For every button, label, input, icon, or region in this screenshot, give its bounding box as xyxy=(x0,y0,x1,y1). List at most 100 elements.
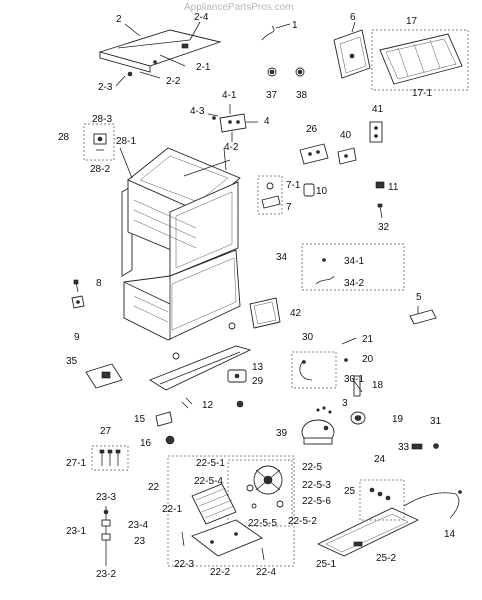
part-38-knob[interactable] xyxy=(295,67,305,77)
callout-label-p13: 13 xyxy=(252,362,264,373)
callout-label-p4_1: 4-1 xyxy=(222,90,237,101)
callout-label-p15: 15 xyxy=(134,414,146,425)
callout-label-p9: 9 xyxy=(74,332,80,343)
callout-label-p30_1: 30-1 xyxy=(344,374,364,385)
callout-label-p33: 33 xyxy=(398,442,410,453)
part-22-1-condenser[interactable] xyxy=(191,483,237,525)
callout-label-p20: 20 xyxy=(362,354,374,365)
part-31-grommet[interactable] xyxy=(433,443,439,449)
callout-label-p22_5_1: 22-5-1 xyxy=(196,458,225,469)
callout-label-p35: 35 xyxy=(66,356,78,367)
callout-label-p2: 2 xyxy=(116,14,122,25)
callout-label-p30: 30 xyxy=(302,332,314,343)
part-29-foot[interactable] xyxy=(227,369,247,383)
callout-label-p41: 41 xyxy=(372,104,384,115)
part-34-bracket[interactable] xyxy=(315,258,335,285)
part-35-module[interactable] xyxy=(85,363,123,389)
callout-label-p25_1: 25-1 xyxy=(316,559,336,570)
callout-label-p34: 34 xyxy=(276,252,288,263)
part-10-ring[interactable] xyxy=(303,183,315,197)
part-33-connector[interactable] xyxy=(411,443,423,450)
part-32-clip[interactable] xyxy=(377,203,383,219)
part-2-cover[interactable] xyxy=(98,29,222,73)
callout-label-p38: 38 xyxy=(296,90,308,101)
part-30-tube[interactable] xyxy=(299,359,313,381)
part-42-filter[interactable] xyxy=(249,297,281,329)
part-5-part[interactable] xyxy=(409,306,437,325)
part-12-screws[interactable] xyxy=(181,397,193,409)
callout-label-p21: 21 xyxy=(362,334,374,345)
callout-label-p10: 10 xyxy=(316,186,328,197)
callout-label-p7: 7 xyxy=(286,202,292,213)
callout-label-p2_3: 2-3 xyxy=(98,82,113,93)
callout-label-p17_1: 17-1 xyxy=(412,88,432,99)
watermark: AppliancePartsPros.com xyxy=(184,2,294,13)
part-9-bracket[interactable] xyxy=(71,295,85,309)
callout-label-p2_1: 2-1 xyxy=(196,62,211,73)
callout-label-p12: 12 xyxy=(202,400,214,411)
part-17-panel[interactable] xyxy=(379,33,463,85)
part-22-2-base[interactable] xyxy=(191,519,263,557)
part-19-ring[interactable] xyxy=(350,411,366,425)
callout-label-p5: 5 xyxy=(416,292,422,303)
part-26-board[interactable] xyxy=(299,143,329,165)
part-6-panel[interactable] xyxy=(333,29,371,79)
callout-label-p6: 6 xyxy=(350,12,356,23)
part-25-drain-pan[interactable] xyxy=(316,507,420,557)
part-14-cable[interactable] xyxy=(403,492,460,519)
callout-label-p8: 8 xyxy=(96,278,102,289)
callout-label-p1: 1 xyxy=(292,20,298,31)
part-20-screw[interactable] xyxy=(344,358,348,362)
callout-label-p42: 42 xyxy=(290,308,302,319)
callout-label-p22: 22 xyxy=(148,482,160,493)
callout-label-p23_1: 23-1 xyxy=(66,526,86,537)
callout-label-p23_2: 23-2 xyxy=(96,569,116,580)
part-7-bracket[interactable] xyxy=(257,175,283,215)
callout-label-p34_1: 34-1 xyxy=(344,256,364,267)
callout-label-p2_2: 2-2 xyxy=(166,76,181,87)
part-11-clip[interactable] xyxy=(375,181,385,189)
part-21-rod[interactable] xyxy=(341,337,357,345)
part-15-leveler[interactable] xyxy=(155,411,173,427)
callout-label-p37: 37 xyxy=(266,90,278,101)
part-27-fasteners[interactable] xyxy=(99,449,121,466)
callout-label-p22_3: 22-3 xyxy=(174,559,194,570)
part-16-foot[interactable] xyxy=(165,435,175,445)
callout-label-p4: 4 xyxy=(264,116,270,127)
part-1-wire[interactable] xyxy=(261,25,275,41)
callout-label-p16: 16 xyxy=(140,438,152,449)
callout-label-p28: 28 xyxy=(58,132,70,143)
callout-label-p19: 19 xyxy=(392,414,404,425)
callout-label-p18: 18 xyxy=(372,380,384,391)
callout-label-p28_3: 28-3 xyxy=(92,114,112,125)
callout-label-p22_5_2: 22-5-2 xyxy=(288,516,317,527)
part-4-hinge[interactable] xyxy=(219,113,247,133)
callout-label-p24: 24 xyxy=(374,454,386,465)
callout-label-p27_1: 27-1 xyxy=(66,458,86,469)
part-41-board[interactable] xyxy=(369,121,383,143)
part-37-knob[interactable] xyxy=(267,67,277,77)
callout-label-p3: 3 xyxy=(342,398,348,409)
part-13-base-plate[interactable] xyxy=(149,345,252,391)
part-40-board[interactable] xyxy=(337,147,357,165)
part-22-5-fan[interactable] xyxy=(253,465,283,495)
part-18-plate[interactable] xyxy=(351,375,363,397)
callout-label-p28_2: 28-2 xyxy=(90,164,110,175)
part-39-compressor[interactable] xyxy=(301,419,335,445)
callout-label-p39: 39 xyxy=(276,428,288,439)
part-23-assembly[interactable] xyxy=(101,506,111,566)
callout-label-p31: 31 xyxy=(430,416,442,427)
callout-label-p40: 40 xyxy=(340,130,352,141)
callout-label-p4_3: 4-3 xyxy=(190,106,205,117)
refrigerator-cabinet[interactable] xyxy=(121,147,241,341)
callout-label-p22_5_5: 22-5-5 xyxy=(248,518,277,529)
callout-label-p22_1: 22-1 xyxy=(162,504,182,515)
part-28-bracket[interactable] xyxy=(93,133,107,151)
part-8-pin[interactable] xyxy=(73,279,79,293)
callout-label-p4_2: 4-2 xyxy=(224,142,239,153)
callout-label-p26: 26 xyxy=(306,124,318,135)
callout-label-p28_1: 28-1 xyxy=(116,136,136,147)
callout-label-p25: 25 xyxy=(344,486,356,497)
callout-label-p29: 29 xyxy=(252,376,264,387)
